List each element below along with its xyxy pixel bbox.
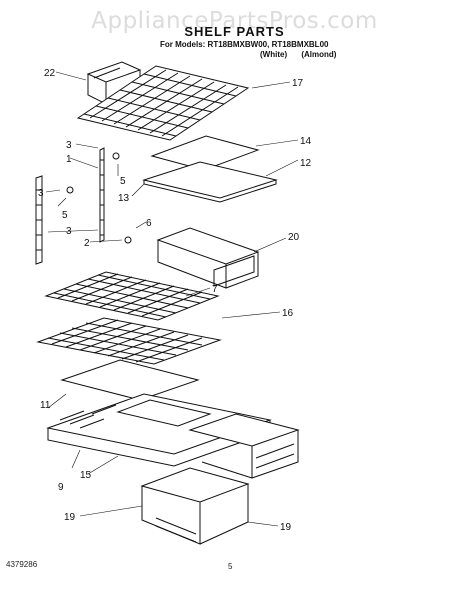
page-number: 5 xyxy=(228,562,233,571)
models-line: For Models: RT18BMXBW00, RT18BMXBL00 xyxy=(160,40,329,49)
callout-19: 19 xyxy=(280,522,292,533)
part-12-shelf-frame xyxy=(142,161,278,203)
callout-1: 1 xyxy=(66,154,72,165)
part-17-wire-shelf xyxy=(76,65,250,141)
callout-labels: 22 17 3 1 14 5 12 13 3 5 6 3 2 20 7 16 1… xyxy=(38,68,312,533)
callout-6: 6 xyxy=(146,218,152,229)
part-3-left-rail xyxy=(35,175,43,265)
callout-17: 17 xyxy=(292,78,304,89)
diagram-title: SHELF PARTS xyxy=(184,24,285,39)
callout-11: 11 xyxy=(40,400,51,411)
callout-7: 7 xyxy=(212,284,218,295)
callout-20: 20 xyxy=(288,232,300,243)
callout-3: 3 xyxy=(66,140,72,151)
part-6-screw xyxy=(124,236,132,244)
callout-19: 19 xyxy=(64,512,76,523)
document-number: 4379286 xyxy=(6,560,38,569)
part-5-screw-a xyxy=(112,152,120,160)
callout-14: 14 xyxy=(300,136,312,147)
callout-3: 3 xyxy=(66,226,72,237)
callout-16: 16 xyxy=(282,308,294,319)
part-14-glass xyxy=(150,135,260,171)
color-white: (White) xyxy=(260,50,288,59)
leader-lines xyxy=(45,71,299,527)
part-20-drawer xyxy=(156,227,260,289)
color-almond: (Almond) xyxy=(301,50,337,59)
callout-5: 5 xyxy=(120,176,126,187)
part-16-wire-shelf xyxy=(36,317,222,365)
part-11-glass xyxy=(60,359,200,401)
part-19-crisper-left xyxy=(140,467,250,545)
callout-22: 22 xyxy=(44,68,56,79)
callout-13: 13 xyxy=(118,193,130,204)
part-19-crisper-right xyxy=(188,413,300,479)
callout-3: 3 xyxy=(38,188,44,199)
part-7-wire-shelf xyxy=(44,271,220,321)
callout-15: 15 xyxy=(80,470,92,481)
part-1-ladder-rail xyxy=(99,147,105,243)
callout-12: 12 xyxy=(300,158,312,169)
part-5-screw-b xyxy=(66,186,74,194)
callout-5: 5 xyxy=(62,210,68,221)
callout-2: 2 xyxy=(84,238,90,249)
callout-9: 9 xyxy=(58,482,64,493)
watermark: AppliancePartsPros.com xyxy=(91,8,378,34)
color-variants: (White) (Almond) xyxy=(260,50,348,59)
